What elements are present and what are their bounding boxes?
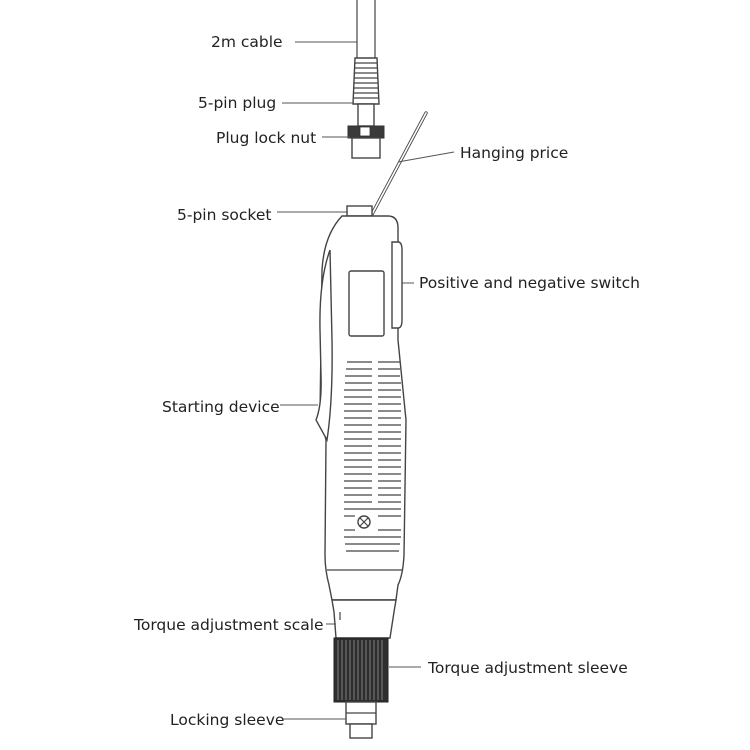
leader-lines xyxy=(277,41,455,720)
grip-grooves xyxy=(344,361,401,552)
label-torque-sleeve: Torque adjustment sleeve xyxy=(427,659,628,677)
label-locking: Locking sleeve xyxy=(170,711,284,729)
cable xyxy=(356,0,376,58)
locking-sleeve xyxy=(345,701,377,739)
screw-icon xyxy=(357,515,371,529)
label-cable: 2m cable xyxy=(211,33,283,51)
torque-adjustment-sleeve xyxy=(333,637,389,703)
five-pin-plug xyxy=(352,57,380,105)
label-plug: 5-pin plug xyxy=(198,94,276,112)
label-hanging: Hanging price xyxy=(460,144,568,162)
label-socket: 5-pin socket xyxy=(177,206,271,224)
tool-body xyxy=(315,205,407,601)
label-switch: Positive and negative switch xyxy=(419,274,640,292)
labels: 2m cable 5-pin plug Plug lock nut Hangin… xyxy=(133,33,640,729)
label-starting: Starting device xyxy=(162,398,280,416)
label-lock-nut: Plug lock nut xyxy=(216,129,316,147)
plug-lock-nut xyxy=(347,103,385,159)
label-torque-scale: Torque adjustment scale xyxy=(133,616,324,634)
torque-scale-neck xyxy=(331,599,397,639)
